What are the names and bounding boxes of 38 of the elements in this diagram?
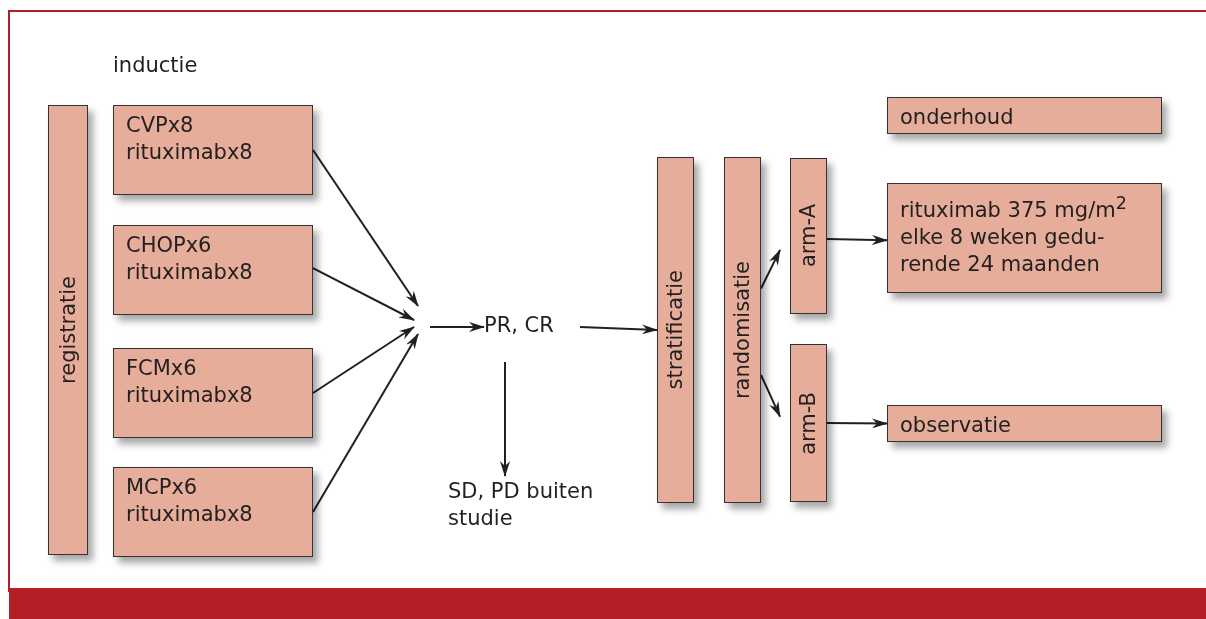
- box-label: onderhoud: [900, 104, 1015, 131]
- vertical-box: [724, 157, 761, 503]
- box-label: FCMx6 rituximabx8: [126, 355, 254, 409]
- process-box: [113, 105, 313, 195]
- arrow: [429, 322, 485, 332]
- arrow: [312, 333, 419, 513]
- box-label: rituximab 375 mg/m$^{2}$ elke 8 weken gedu- rende 24 maanden: [900, 192, 1128, 278]
- arrow: [760, 374, 781, 418]
- section-heading: inductie: [113, 52, 198, 79]
- box-label: stratificatie: [662, 270, 688, 390]
- box-label: CHOPx6 rituximabx8: [126, 232, 254, 286]
- arrow: [579, 324, 658, 335]
- box-label: randomisatie: [729, 260, 755, 400]
- process-box: [113, 225, 313, 315]
- arrow: [500, 361, 510, 477]
- vertical-box: [48, 105, 88, 555]
- treatment-box: [887, 183, 1162, 293]
- box-label: arm-A: [795, 204, 821, 268]
- arrow: [826, 234, 888, 245]
- arrow: [312, 149, 419, 307]
- arm-box: [790, 344, 827, 502]
- response-text: PR, CR: [484, 312, 555, 339]
- process-box: [887, 405, 1162, 442]
- box-label: CVPx8 rituximabx8: [126, 112, 254, 166]
- process-box: [113, 348, 313, 438]
- arrow: [312, 326, 415, 394]
- arrow: [826, 418, 888, 429]
- box-label: observatie: [900, 412, 1012, 439]
- arrow: [760, 249, 781, 290]
- arm-box: [790, 158, 827, 314]
- heading-box: [887, 97, 1162, 134]
- box-label: arm-B: [795, 391, 821, 455]
- vertical-box: [657, 157, 694, 503]
- process-box: [113, 467, 313, 557]
- outcome-text: SD, PD buiten studie: [448, 478, 594, 532]
- arrow: [312, 267, 415, 321]
- box-label: MCPx6 rituximabx8: [126, 474, 254, 528]
- box-label: registratie: [54, 276, 81, 384]
